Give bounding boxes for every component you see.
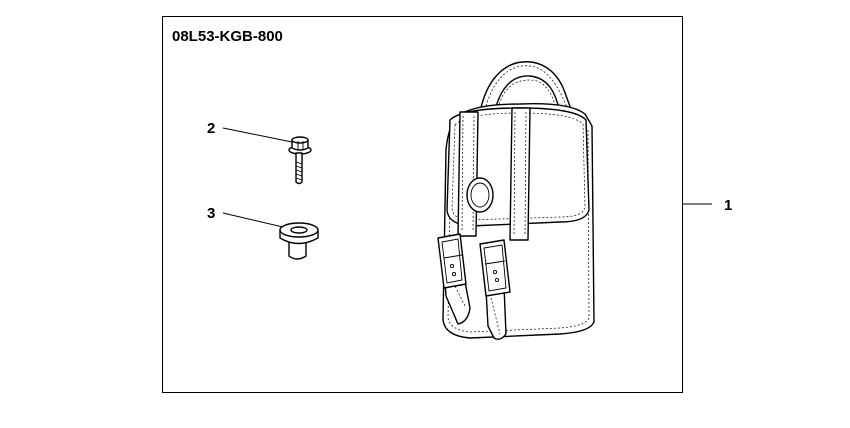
diagram-frame [162,16,683,393]
callout-2: 2 [207,120,293,143]
callout-1-label: 1 [724,197,732,214]
part-number-label: 08L53-KGB-800 [172,28,283,45]
bag-buckle-right [479,239,511,297]
callout-1: 1 [682,197,732,214]
bag-buckle-left [437,233,467,289]
saddle-bag-part [437,61,595,341]
bag-strap-left [457,111,479,237]
bag-strap-right [509,107,531,241]
callout-3-leader [222,212,288,229]
callout-3: 3 [207,205,288,229]
callout-2-label: 2 [207,120,215,137]
callout-2-leader [222,127,293,143]
collar-part [279,222,319,260]
bolt-part [288,136,312,185]
callout-3-label: 3 [207,205,215,222]
